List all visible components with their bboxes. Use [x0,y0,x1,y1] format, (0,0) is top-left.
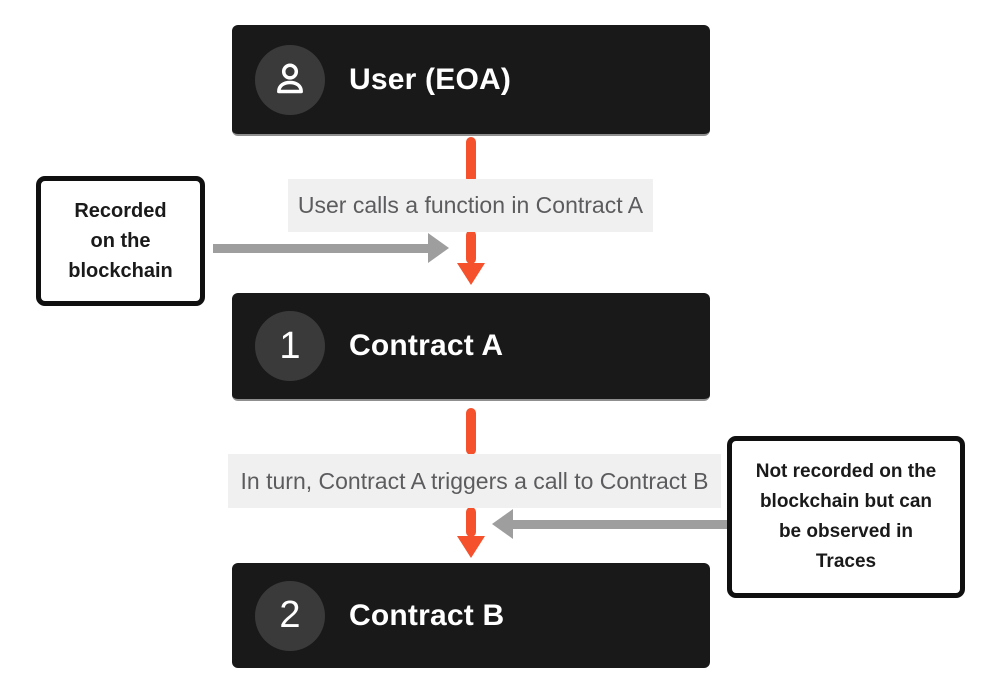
node-contract-a-title: Contract A [349,329,504,362]
step-2-badge: 2 [255,580,325,651]
gray-arrow-right-shaft [512,520,730,529]
node-contract-b-title: Contract B [349,598,505,632]
node-contract-b: 2 Contract B [232,563,710,668]
arrow-user-to-a-arrowhead-icon [457,263,485,285]
gray-arrow-left-shaft [213,244,429,253]
gray-arrow-left-arrowhead-icon [428,233,449,263]
gray-arrow-right-arrowhead-icon [492,509,513,539]
node-user: User (EOA) [232,25,710,136]
step-1-badge: 1 [255,311,325,381]
arrow-a-to-b-arrowhead-icon [457,536,485,558]
arrow-user-to-a-shaft-bottom [466,230,476,264]
node-contract-a: 1 Contract A [232,293,710,401]
person-icon [277,63,303,93]
flow-label-contract-a-triggers: In turn, Contract A triggers a call to C… [228,454,721,508]
arrow-user-to-a-shaft-top [466,137,476,183]
arrow-a-to-b-shaft-top [466,408,476,455]
node-user-title: User (EOA) [349,62,512,96]
user-avatar [255,44,325,115]
arrow-a-to-b-shaft-bottom [466,507,476,537]
flow-label-user-calls: User calls a function in Contract A [288,179,653,232]
